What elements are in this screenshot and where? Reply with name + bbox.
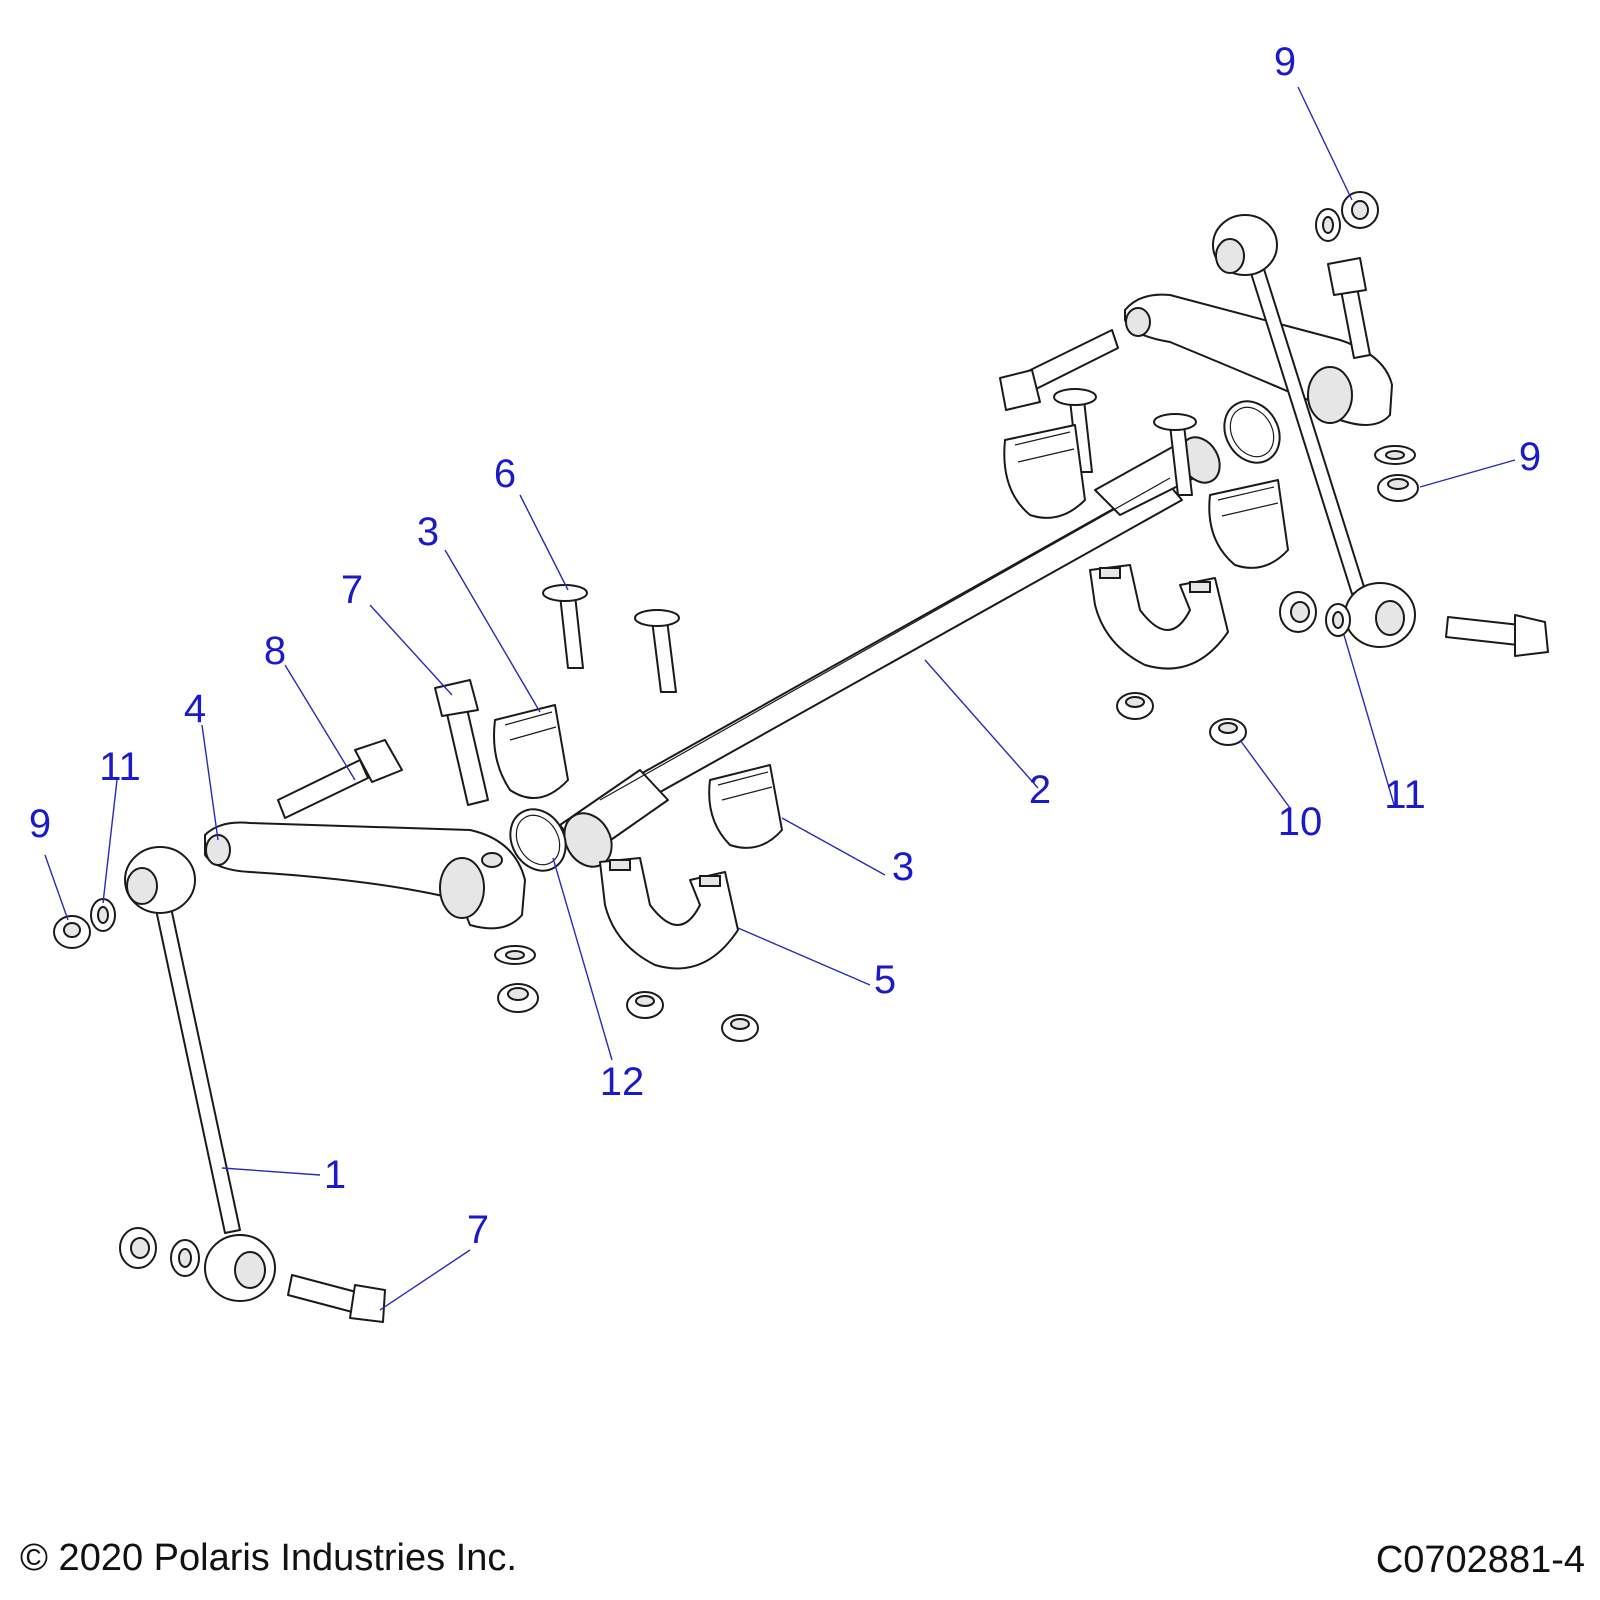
bushing-part-3-left-lower <box>708 764 783 849</box>
callout-7-upper: 7 <box>341 568 363 612</box>
callout-3-upper: 3 <box>417 510 439 554</box>
callout-5: 5 <box>874 958 896 1002</box>
washer-right-link-top <box>1315 208 1341 242</box>
nut-clamp-a <box>626 991 664 1019</box>
washer-left-arm <box>494 945 536 965</box>
bolt-part-8 <box>277 739 403 819</box>
callout-8: 8 <box>264 629 286 673</box>
leader-lines <box>44 86 1516 1311</box>
callout-9-left: 9 <box>29 802 51 846</box>
washer-left-link-lower <box>170 1239 200 1277</box>
callout-9-right: 9 <box>1519 435 1541 479</box>
copyright-text: © 2020 Polaris Industries Inc. <box>20 1537 517 1579</box>
right-arm <box>1124 293 1393 426</box>
callout-6: 6 <box>494 452 516 496</box>
washer-right-arm <box>1374 445 1416 465</box>
callout-9-top-right: 9 <box>1274 40 1296 84</box>
callout-11-right: 11 <box>1384 773 1426 817</box>
left-arm <box>204 821 526 930</box>
left-link <box>124 846 276 1302</box>
bushing-part-3-left-upper <box>493 704 569 799</box>
callout-11-left: 11 <box>99 745 141 789</box>
callout-1: 1 <box>324 1153 346 1197</box>
callout-10: 10 <box>1278 800 1323 844</box>
bolt-right-link <box>1445 614 1549 657</box>
nut-left-arm <box>497 983 539 1013</box>
washer-right-link-bottom <box>1325 603 1351 637</box>
nut-clamp-b <box>721 1014 759 1042</box>
right-link <box>1212 214 1416 648</box>
pin-upper-right-a <box>1053 388 1097 473</box>
bolt-part-7-upper <box>434 679 489 806</box>
nut-right-link-top <box>1341 191 1379 229</box>
clamp-right <box>1089 564 1229 670</box>
callout-3-lower: 3 <box>892 845 914 889</box>
nut-left-link-lower <box>119 1227 157 1269</box>
bushing-right-upper <box>1003 424 1086 519</box>
clamp-part-5 <box>599 857 739 970</box>
nut-right-clamp-a <box>1116 692 1154 720</box>
figure-id: C0702881-4 <box>1376 1539 1585 1581</box>
nut-left-link-upper <box>53 915 91 949</box>
bolt-upper-right-mount <box>999 329 1119 411</box>
callout-labels: 9 9 6 3 7 8 4 11 9 2 3 5 12 1 7 10 11 <box>29 40 1541 1252</box>
seal-ring-right <box>1223 400 1281 464</box>
nut-part-10 <box>1209 718 1247 746</box>
callout-12: 12 <box>600 1060 645 1104</box>
nut-right-link-bottom <box>1279 591 1317 633</box>
pin-part-6-b <box>634 609 680 693</box>
callout-7-lower: 7 <box>467 1208 489 1252</box>
nut-right-arm <box>1377 474 1419 502</box>
washer-left-link-upper <box>90 898 116 932</box>
callout-4: 4 <box>184 687 206 731</box>
seal-ring-part-12 <box>509 808 567 872</box>
bolt-part-7-lower <box>287 1274 386 1323</box>
callout-2: 2 <box>1029 768 1051 812</box>
pin-part-6-a <box>542 584 588 669</box>
pin-upper-right-b <box>1153 413 1197 496</box>
bushing-right-lower <box>1208 479 1289 569</box>
bolt-right-vertical <box>1327 257 1371 359</box>
